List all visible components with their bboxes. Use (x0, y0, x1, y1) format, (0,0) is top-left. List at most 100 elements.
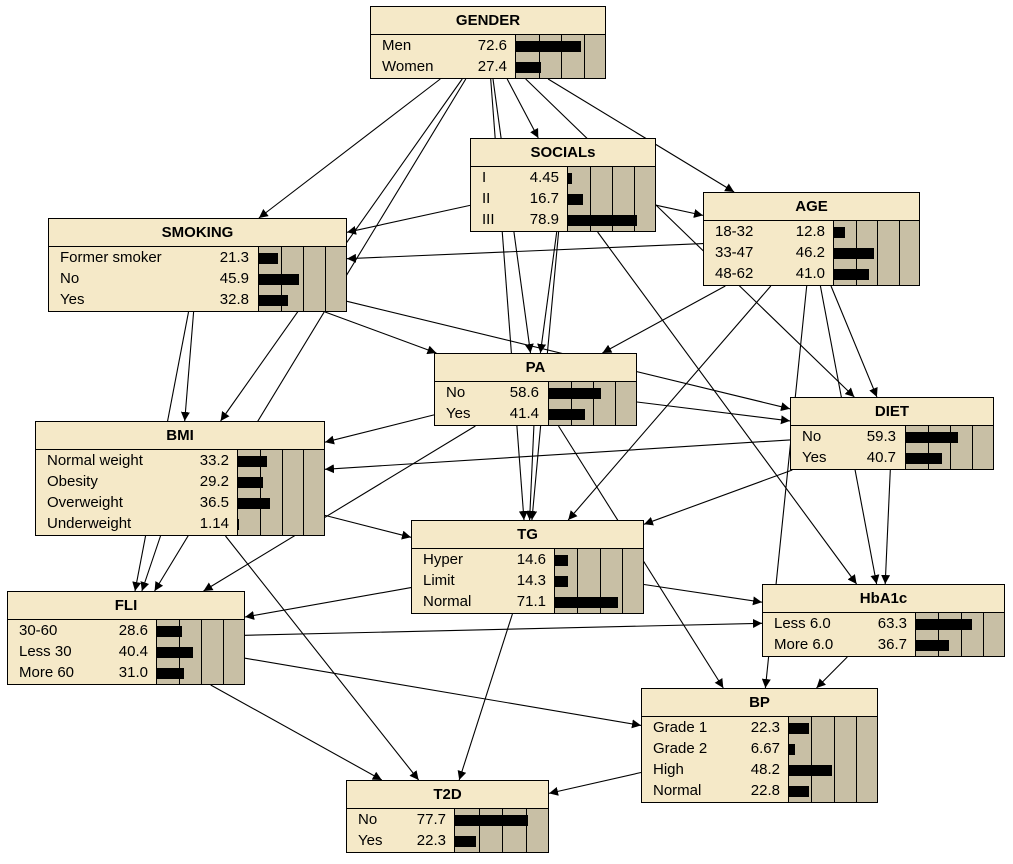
state-row[interactable]: Normal 22.8 (642, 781, 877, 802)
bar-grid-line (561, 35, 562, 78)
bar-grid-line (584, 35, 585, 78)
edge-socials-to-pa (537, 231, 558, 354)
bar-grid-line (615, 382, 616, 425)
state-row[interactable]: Grade 1 22.3 (642, 718, 877, 739)
state-label: Yes (358, 832, 383, 849)
state-value: 41.0 (795, 265, 825, 282)
edge-age-to-pa (602, 285, 726, 354)
bar-grid-line (571, 382, 572, 425)
edge-pa-to-diet (636, 401, 791, 425)
edge-fli-to-t2d (210, 684, 383, 781)
state-label: More 60 (19, 664, 75, 681)
state-label: Women (382, 58, 434, 75)
bar-grid-line (223, 620, 224, 684)
probability-bar (834, 227, 845, 238)
state-label: Grade 1 (653, 719, 708, 736)
edge-bmi-to-fli (140, 535, 162, 592)
state-label: 33-47 (715, 244, 754, 261)
probability-bar (568, 173, 572, 184)
edge-diet-to-tg (643, 469, 793, 526)
probability-bar (238, 477, 263, 488)
state-label: High (653, 761, 684, 778)
bar-grid-line (612, 167, 613, 231)
node-title: BP (642, 689, 877, 717)
bar-grid-line (502, 809, 503, 852)
state-label: No (358, 811, 378, 828)
node-title: T2D (347, 781, 548, 809)
state-label: 30-60 (19, 622, 58, 639)
state-label: More 6.0 (774, 636, 834, 653)
probability-bar (789, 744, 795, 755)
bar-grid-line (260, 450, 261, 535)
node-title: AGE (704, 193, 919, 221)
state-value: 22.3 (750, 719, 780, 736)
bar-grid-line (622, 549, 623, 613)
state-row[interactable]: Normal weight 33.2 (36, 451, 324, 472)
state-label: III (482, 211, 495, 228)
state-row[interactable]: 30-60 28.6 (8, 621, 244, 642)
probability-bar (906, 432, 958, 443)
bar-grid-line (983, 613, 984, 656)
probability-bar (238, 498, 270, 509)
state-label: Men (382, 37, 412, 54)
state-value: 28.6 (118, 622, 148, 639)
state-value: 14.3 (516, 572, 546, 589)
state-value: 33.2 (199, 452, 229, 469)
bar-grid-line (526, 809, 527, 852)
state-label: Normal weight (47, 452, 143, 469)
state-value: 22.8 (750, 782, 780, 799)
bar-grid-line (539, 35, 540, 78)
state-value: 59.3 (866, 428, 896, 445)
edge-gender-to-socials (506, 78, 539, 139)
bar-grid-line (577, 549, 578, 613)
state-label: Normal (653, 782, 702, 799)
node-title: HbA1c (763, 585, 1004, 613)
bar-grid-line (938, 613, 939, 656)
